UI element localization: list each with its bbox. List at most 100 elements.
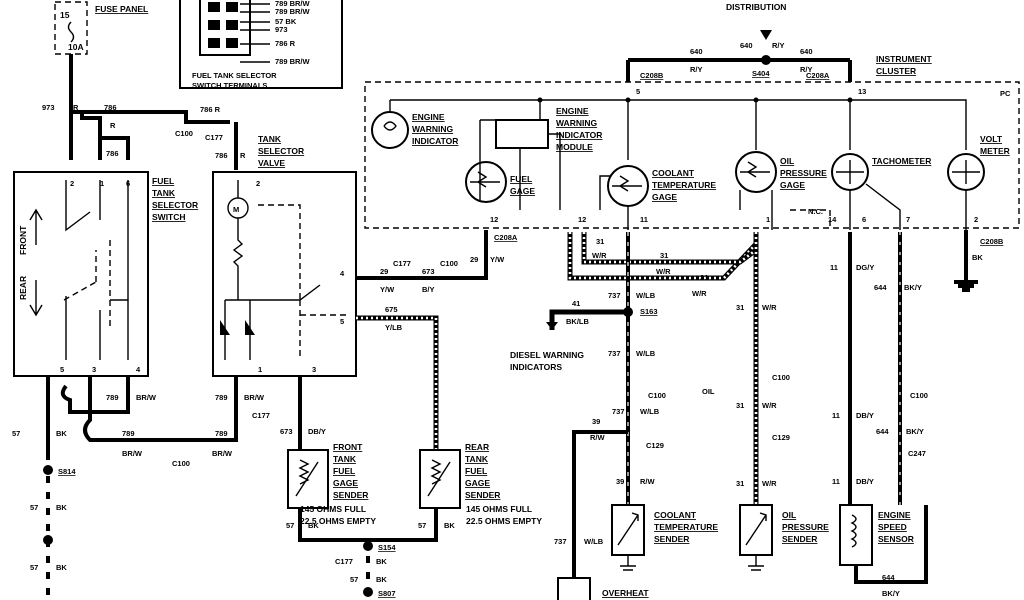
rear-sender-3: FUEL xyxy=(465,466,487,476)
coolant-sender-2: TEMPERATURE xyxy=(654,522,718,532)
coolant-sender-3: SENDER xyxy=(654,534,689,544)
c177-conn-mid: C177 xyxy=(393,259,411,268)
wire-wlbd: W/LB xyxy=(584,537,604,546)
fuel-gage-label-1: FUEL xyxy=(510,174,532,184)
motor-symbol: M xyxy=(233,205,239,214)
wire-wlbc: W/LB xyxy=(640,407,660,416)
cluster-pin-1: 1 xyxy=(766,215,770,224)
splice-s404 xyxy=(761,55,771,65)
terminal-wire-5: 786 R xyxy=(275,39,296,48)
wire-ry-right: R/Y xyxy=(800,65,813,74)
wire-brw4-label: BR/W xyxy=(244,393,265,402)
cluster-pin-14: 14 xyxy=(828,215,837,224)
ess-label-1: ENGINE xyxy=(878,510,911,520)
c100-conn-low: C100 xyxy=(172,459,190,468)
wire-31c: 31 xyxy=(700,273,708,282)
oil-sender-3: SENDER xyxy=(782,534,817,544)
front-sender-4: GAGE xyxy=(333,478,358,488)
wire-bk-label: BK xyxy=(56,429,67,438)
wire-r4-label: R xyxy=(240,151,246,160)
wire-bk3-label: BK xyxy=(56,563,67,572)
wire-wrf: W/R xyxy=(762,479,777,488)
wire-11c: 11 xyxy=(832,477,840,486)
engine-warning-indicator xyxy=(371,111,409,149)
c100-conn-top: C100 xyxy=(175,129,193,138)
ewm-label-1: ENGINE xyxy=(556,106,589,116)
front-ohms-empty: 22.5 OHMS EMPTY xyxy=(300,516,376,526)
pc-label: PC xyxy=(1000,89,1011,98)
c100-oil: C100 xyxy=(772,373,790,382)
fuel-gage xyxy=(465,161,507,203)
wire-29b-label: 29 xyxy=(470,255,478,264)
c208b-right: C208B xyxy=(980,237,1004,246)
wire-brw-label: BR/W xyxy=(136,393,157,402)
valve-label-2: SELECTOR xyxy=(258,146,304,156)
s154-label: S154 xyxy=(378,543,396,552)
valve-label-1: TANK xyxy=(258,134,282,144)
ess-label-3: SENSOR xyxy=(878,534,914,544)
ess-label-2: SPEED xyxy=(878,522,907,532)
wire-11b: 11 xyxy=(832,411,840,420)
wire-640-right: 640 xyxy=(800,47,813,56)
c177-conn-bottom: C177 xyxy=(335,557,353,566)
wire-wra: W/R xyxy=(592,251,607,260)
oil-gage-label-3: GAGE xyxy=(780,180,805,190)
overheat-label: OVERHEAT xyxy=(602,588,649,598)
wire-57c-label: 57 xyxy=(30,563,38,572)
fuel-gage-label-2: GAGE xyxy=(510,186,535,196)
wire-644c: 644 xyxy=(882,573,895,582)
volt-label-1: VOLT xyxy=(980,134,1003,144)
rear-sender-4: GAGE xyxy=(465,478,490,488)
switch-pin-1: 1 xyxy=(100,179,104,188)
nc-label: N.C. xyxy=(808,207,823,216)
wire-737b: 737 xyxy=(608,349,621,358)
wire-wre: W/R xyxy=(762,401,777,410)
wire-673b-label: 673 xyxy=(280,427,293,436)
c100-coolant: C100 xyxy=(648,391,666,400)
wire-wlbb: W/LB xyxy=(636,349,656,358)
switch-pin-5: 5 xyxy=(60,365,64,374)
wire-57d-label: 57 xyxy=(286,521,294,530)
front-sender-2: TANK xyxy=(333,454,357,464)
c100-tach: C100 xyxy=(910,391,928,400)
coolant-gage-label-2: TEMPERATURE xyxy=(652,180,716,190)
wire-bk5-label: BK xyxy=(444,521,455,530)
wire-31d: 31 xyxy=(736,303,744,312)
c177-conn-top: C177 xyxy=(205,133,223,142)
s814-label: S814 xyxy=(58,467,76,476)
distribution-label: DISTRIBUTION xyxy=(726,2,786,12)
ewi-label-2: WARNING xyxy=(412,124,453,134)
coolant-gage-label-3: GAGE xyxy=(652,192,677,202)
wire-r2-label: R xyxy=(110,121,116,130)
cluster-pin-12a: 12 xyxy=(490,215,498,224)
wire-bkyb: BK/Y xyxy=(906,427,924,436)
wire-675-label: 675 xyxy=(385,305,398,314)
instrument-cluster-1: INSTRUMENT xyxy=(876,54,933,64)
wire-786-label: 786 xyxy=(104,103,117,112)
diesel-warning-2: INDICATORS xyxy=(510,362,562,372)
c208a-top: C208A xyxy=(806,71,830,80)
wire-29-label: 29 xyxy=(380,267,388,276)
cluster-pin-2: 2 xyxy=(974,215,978,224)
wire-dby-label: DB/Y xyxy=(308,427,326,436)
wire-39a: 39 xyxy=(592,417,600,426)
rear-label: REAR xyxy=(18,276,28,300)
wire-dbyb: DB/Y xyxy=(856,477,874,486)
wire-rwb: R/W xyxy=(640,477,656,486)
wire-bk6-label: BK xyxy=(376,557,387,566)
oil-sender-2: PRESSURE xyxy=(782,522,829,532)
ground-bk-label: BK xyxy=(972,253,983,262)
front-sender-3: FUEL xyxy=(333,466,355,476)
coolant-gage-label-1: COOLANT xyxy=(652,168,695,178)
ewi-label-3: INDICATOR xyxy=(412,136,458,146)
oil-gage-label-1: OIL xyxy=(780,156,794,166)
fuel-tank-selector-switch: 2 1 6 FRONT REAR 5 3 4 xyxy=(13,171,149,377)
terminal-wire-2: 789 BR/W xyxy=(275,7,311,16)
wire-57b-label: 57 xyxy=(30,503,38,512)
wire-39b: 39 xyxy=(616,477,624,486)
wire-yw2-label: Y/W xyxy=(490,255,505,264)
oil-pressure-sender xyxy=(739,504,773,571)
wire-bkyc: BK/Y xyxy=(882,589,900,598)
coolant-temperature-gage xyxy=(607,165,649,207)
